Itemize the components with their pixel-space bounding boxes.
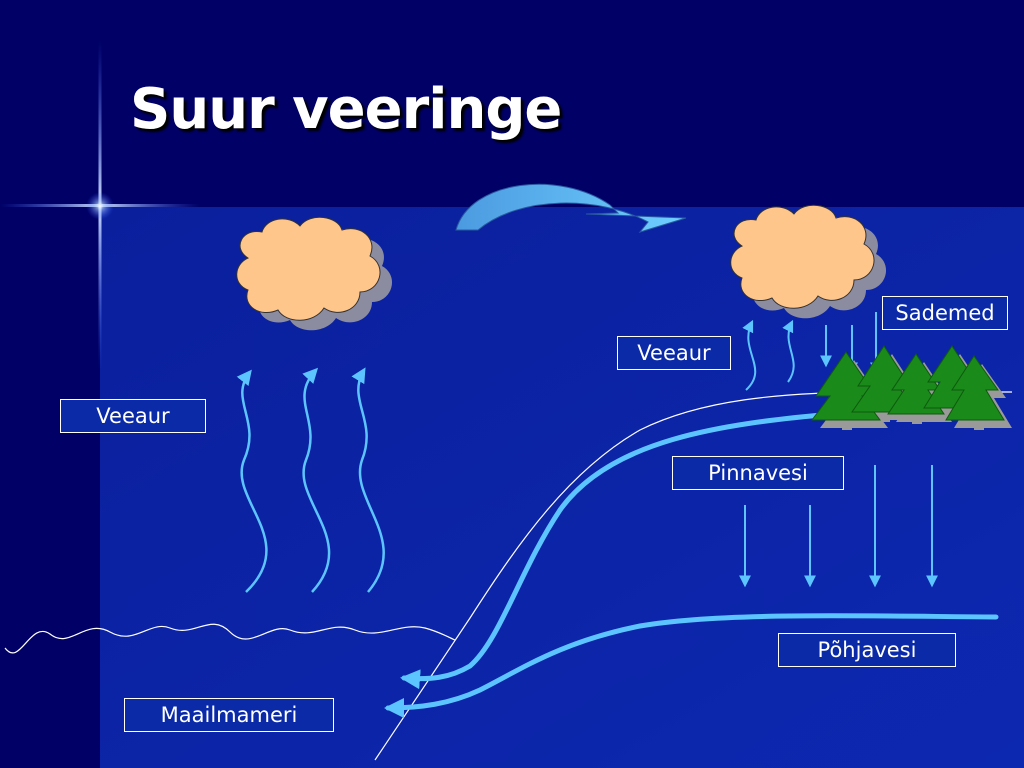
- evaporation-arrow: [236, 369, 268, 593]
- curved-arrow-icon: [455, 183, 687, 233]
- transpiration-arrow: [742, 319, 757, 391]
- label-sademed: Sademed: [882, 296, 1008, 330]
- evaporation-arrow: [351, 367, 385, 593]
- label-maailmameri: Maailmameri: [124, 698, 334, 732]
- spruce-tree-icon: [945, 355, 1005, 421]
- transpiration-arrow: [782, 319, 795, 383]
- cloud-icon: [730, 204, 887, 319]
- surface-runoff-arrow: [400, 411, 835, 690]
- groundwater-flow-arrow: [384, 613, 999, 718]
- coastline-line: [374, 391, 1012, 761]
- cloud-icon: [236, 216, 393, 331]
- label-veeaur-left: Veeaur: [60, 399, 206, 433]
- slide-title: Suur veeringe: [130, 77, 562, 142]
- infiltration-arrows: [739, 465, 938, 588]
- transpiration-arrows: [742, 319, 795, 391]
- label-veeaur-right: Veeaur: [617, 336, 731, 370]
- sparkle-icon: [0, 40, 200, 370]
- evaporation-arrows: [236, 367, 385, 593]
- forest: [811, 345, 1012, 430]
- ocean-wave-line: [4, 623, 456, 654]
- label-pinnavesi: Pinnavesi: [672, 456, 844, 490]
- evaporation-arrow: [302, 367, 331, 593]
- label-pohjavesi: Põhjavesi: [778, 633, 956, 667]
